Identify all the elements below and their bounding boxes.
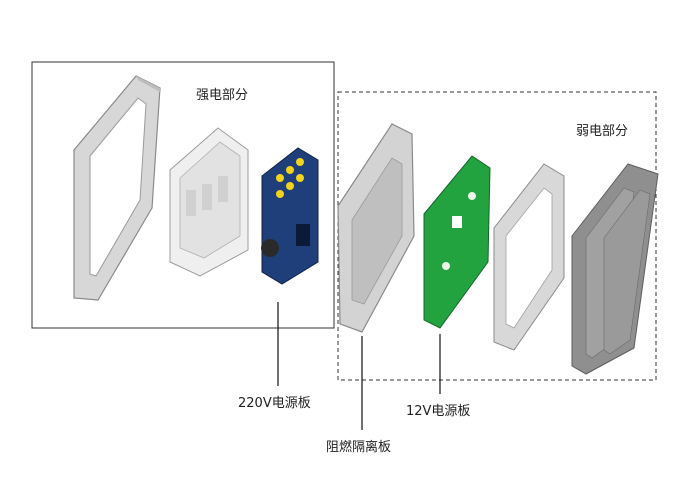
button-frame [493, 163, 565, 351]
flame-retardant-plate [337, 123, 415, 333]
switch-panel [571, 163, 659, 375]
label-12v-power-board: 12V电源板 [406, 404, 471, 419]
pcb-220v [261, 147, 319, 285]
label-flame-retardant-plate: 阻燃隔离板 [326, 440, 392, 455]
outer-frame [73, 75, 161, 301]
label-high-voltage: 强电部分 [196, 88, 249, 103]
label-220v-power-board: 220V电源板 [238, 396, 311, 411]
label-low-voltage: 弱电部分 [576, 124, 629, 139]
mounting-bracket [169, 127, 249, 277]
pcb-12v [423, 155, 491, 329]
high-voltage-section-box [31, 61, 335, 329]
